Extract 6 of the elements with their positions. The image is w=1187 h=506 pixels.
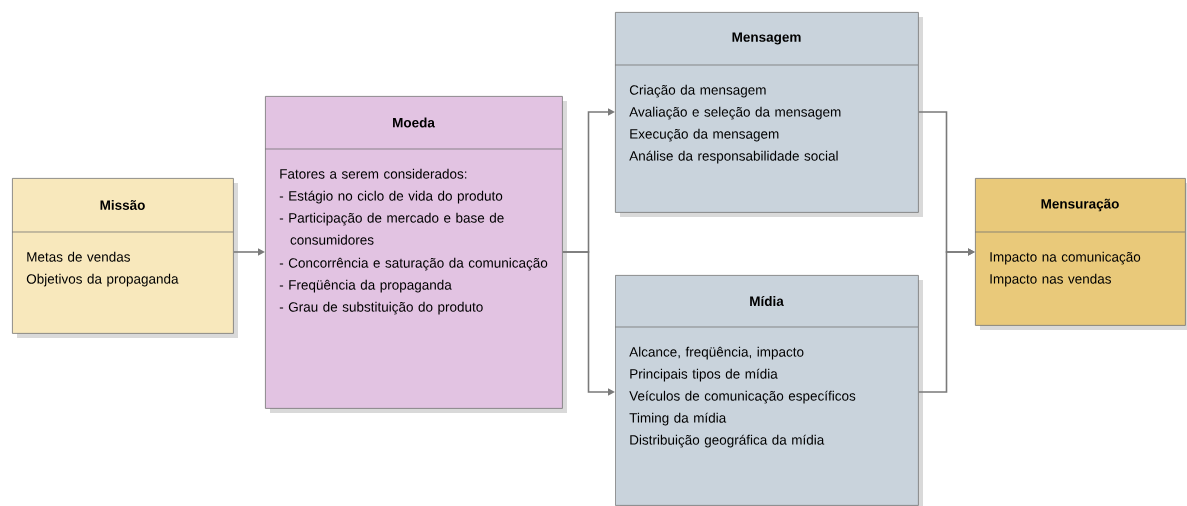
process-box: Moeda Fatores a serem considerados: - Estágio no ciclo de vida do produto - Participação de mercado e base de consumidores - Concorrência e saturação da comunicação - Freqüência da propaganda - Grau de substituição do produto: [264, 96, 567, 413]
process-box: Mensagem Criação da mensagem Avaliação e seleção da mensagem Execução da mensagem Análise da responsabilidade social: [614, 12, 923, 217]
process-box: Mensuração Impacto na comunicação Impacto nas vendas: [974, 178, 1187, 330]
arrow: [233, 248, 265, 256]
process-box: Missão Metas de vendas Objetivos da propaganda: [11, 178, 238, 338]
process-box: Mídia Alcance, freqüência, impacto Principais tipos de mídia Veículos de comunicação específicos Timing da mídia Distribuição geográfica da mídia: [614, 275, 923, 506]
